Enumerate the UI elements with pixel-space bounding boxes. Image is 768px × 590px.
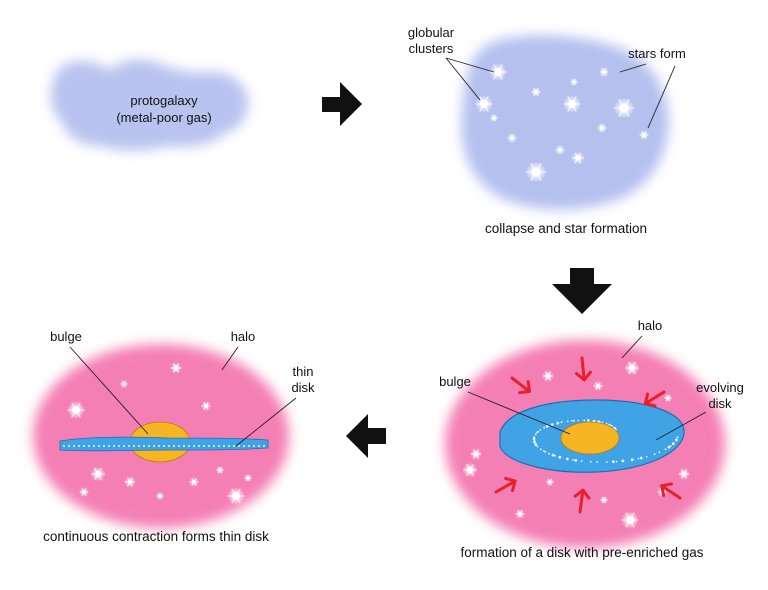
df-halo-leader: [621, 335, 643, 359]
thin-disk-caption: continuous contraction forms thin disk: [43, 529, 269, 544]
td-disk-leader: [235, 397, 297, 447]
star-icon: [463, 463, 477, 477]
star-icon: [189, 478, 199, 486]
flow-arrow-left: [346, 414, 386, 458]
protogalaxy-cloud: [50, 59, 249, 151]
star-icon: [515, 510, 525, 518]
disk-formation-caption: formation of a disk with pre-enriched ga…: [460, 545, 703, 560]
td-halo-leader: [221, 346, 239, 371]
thin-disk-speckles: [63, 445, 265, 447]
disk-formation-halo-label: halo: [638, 318, 663, 333]
star-icon: [525, 162, 547, 182]
star-icon: [170, 363, 182, 373]
star-icon: [201, 402, 211, 410]
star-icon: [531, 88, 541, 96]
star-icon: [599, 68, 609, 76]
infall-arrow-icon: [643, 390, 666, 408]
star-icon: [678, 469, 690, 479]
infall-arrow-icon: [494, 476, 517, 494]
star-icon: [67, 402, 85, 418]
star-icon: [124, 477, 136, 487]
star-icon: [475, 96, 493, 112]
df-disk-leader: [655, 411, 707, 441]
star-icon: [613, 98, 635, 118]
star-icon: [572, 152, 584, 164]
thin-disk-label-line2: disk: [291, 380, 315, 395]
star-icon: [490, 114, 498, 122]
star-icon: [570, 78, 578, 86]
star-icon: [216, 466, 224, 474]
stars-form-label: stars form: [628, 46, 686, 61]
evolving-disk-label-line2: disk: [708, 396, 732, 411]
df-bulge-leader: [467, 391, 571, 435]
flow-arrow-right: [322, 82, 362, 126]
star-icon: [120, 380, 128, 388]
star-icon: [542, 371, 554, 381]
star-icon: [625, 361, 639, 375]
collapse-stars: [475, 64, 649, 182]
infall-arrow-icon: [573, 488, 591, 514]
thin-disk-halo-label: halo: [231, 329, 256, 344]
star-icon: [593, 382, 603, 390]
disk-formation-bulge-label: bulge: [439, 374, 471, 389]
infall-arrow-icon: [510, 376, 531, 395]
collapse-caption: collapse and star formation: [485, 221, 647, 236]
globular-leader-2: [445, 57, 481, 101]
star-icon: [244, 474, 252, 482]
star-icon: [664, 394, 672, 402]
collapse-panel: globular clusters stars form collapse an…: [408, 25, 686, 236]
thin-disk-bulge-label: bulge: [50, 329, 82, 344]
star-icon: [91, 467, 105, 481]
disk-formation-bulge: [560, 421, 620, 455]
star-icon: [597, 124, 607, 132]
globular-leader-1: [445, 57, 495, 73]
star-icon: [227, 488, 245, 504]
thin-disk-halo-stars: [67, 363, 252, 504]
star-icon: [156, 492, 164, 500]
star-icon: [555, 146, 565, 154]
thin-disk: [59, 436, 269, 452]
thin-disk-panel: bulge halo thin disk continuous contract…: [33, 329, 315, 544]
star-icon: [621, 512, 639, 528]
evolving-disk-label-line1: evolving: [696, 380, 744, 395]
infall-arrow-icon: [660, 482, 682, 500]
protogalaxy-label-line1: protogalaxy: [130, 93, 198, 108]
flow-arrow-down: [552, 268, 612, 314]
protogalaxy-panel: protogalaxy (metal-poor gas): [50, 59, 249, 151]
star-icon: [639, 131, 649, 139]
thin-disk-label-line1: thin: [293, 364, 314, 379]
globular-clusters-label-line1: globular: [408, 25, 455, 40]
globular-clusters-label-line2: clusters: [409, 41, 454, 56]
star-icon: [507, 134, 517, 142]
protogalaxy-label-line2: (metal-poor gas): [116, 110, 211, 125]
disk-formation-halo-stars: [463, 361, 690, 528]
collapse-gas-cloud: [461, 35, 669, 210]
td-bulge-leader: [69, 346, 149, 435]
star-icon: [563, 96, 581, 112]
star-icon: [600, 496, 608, 504]
disk-formation-panel: halo bulge evolving disk formation of a …: [439, 318, 744, 560]
infall-arrow-icon: [575, 356, 592, 382]
stars-form-leader-1: [619, 63, 647, 73]
star-icon: [79, 488, 89, 496]
star-icon: [489, 64, 507, 80]
star-icon: [470, 449, 482, 459]
star-icon: [546, 478, 554, 486]
stars-form-leader-2: [647, 65, 676, 129]
infall-arrows: [494, 356, 682, 514]
